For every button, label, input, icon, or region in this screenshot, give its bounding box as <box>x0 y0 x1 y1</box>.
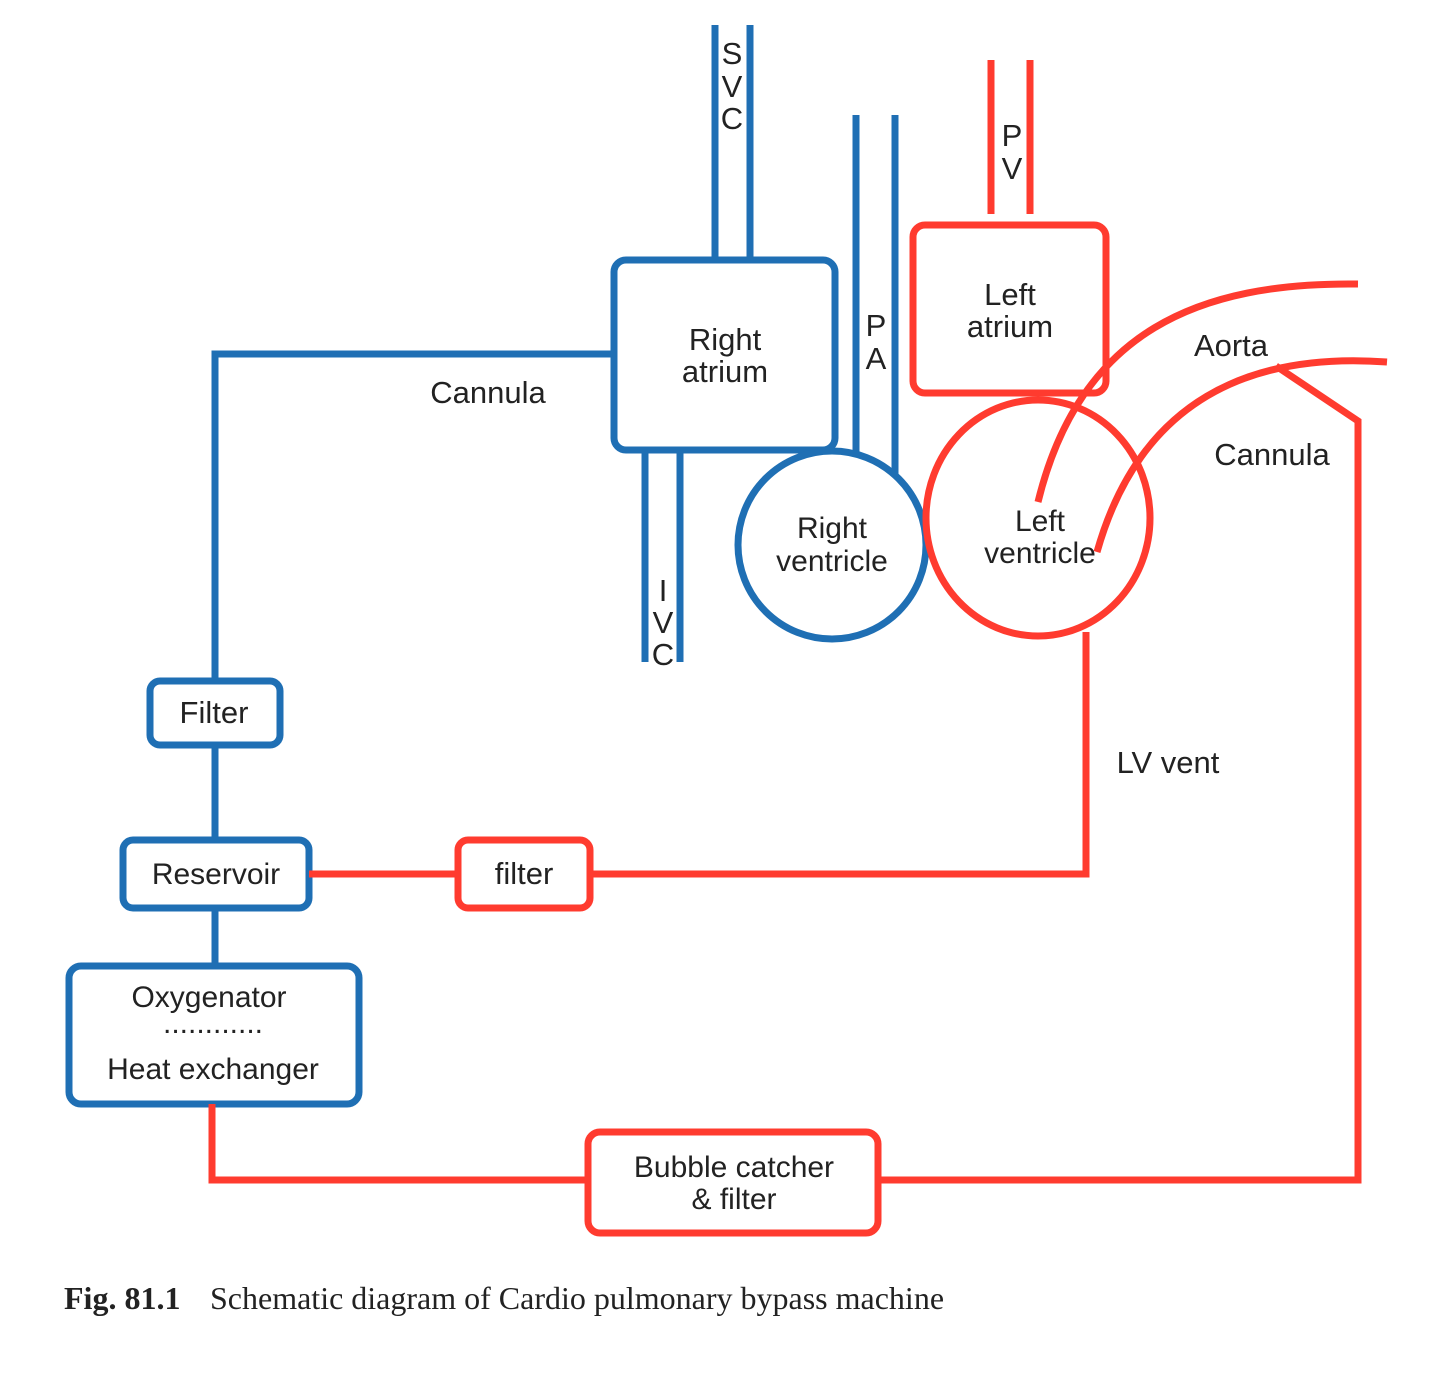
pv-label-p: P <box>1002 118 1023 153</box>
venous-filter-label: Filter <box>180 695 249 730</box>
pv-label-v: V <box>1002 151 1023 186</box>
pa-label-p: P <box>866 308 887 343</box>
ivc-label-v: V <box>653 605 674 640</box>
aorta-label: Aorta <box>1194 328 1269 363</box>
right-atrium-label-line1: Right <box>689 322 762 357</box>
right-ventricle-label-line1: Right <box>797 512 868 545</box>
pa-label-a: A <box>866 341 887 376</box>
right-atrium-box <box>610 256 839 454</box>
svc-label-c: C <box>721 101 743 136</box>
venous-cannula-line <box>211 350 614 681</box>
svc-label-s: S <box>722 36 743 71</box>
left-atrium-label-line1: Left <box>984 277 1036 312</box>
ivc-label-i: I <box>659 573 668 608</box>
arterial-cannula-label: Cannula <box>1214 437 1330 472</box>
lv-vent-label: LV vent <box>1117 745 1220 780</box>
left-ventricle-circle <box>922 396 1154 640</box>
caption-text: Schematic diagram of Cardio pulmonary by… <box>210 1280 944 1316</box>
oxygenator-to-bubble-line <box>208 1104 588 1184</box>
bubble-catcher-label-line1: Bubble catcher <box>634 1151 834 1184</box>
heat-exchanger-label: Heat exchanger <box>107 1053 319 1086</box>
reservoir-label: Reservoir <box>152 858 280 891</box>
aorta-outer-wall <box>1093 357 1388 553</box>
aorta-inner-wall <box>1034 280 1359 503</box>
oxygenator-label: Oxygenator <box>131 981 286 1014</box>
right-ventricle-label-line2: ventricle <box>776 545 888 578</box>
ivc-label-c: C <box>652 637 674 672</box>
caption-fig-number: Fig. 81.1 <box>64 1280 180 1316</box>
left-atrium-label-line2: atrium <box>967 309 1053 344</box>
venous-cannula-label: Cannula <box>430 375 546 410</box>
vent-filter-box <box>454 836 594 912</box>
lv-vent-line <box>590 632 1090 878</box>
bubble-catcher-label-line2: & filter <box>691 1183 776 1216</box>
left-ventricle-label-line2: ventricle <box>984 537 1096 570</box>
left-ventricle-label-line1: Left <box>1015 505 1066 538</box>
arterial-circuit <box>208 60 1362 1184</box>
oxygenator-separator: ............ <box>163 1007 263 1040</box>
aorta <box>1034 280 1388 553</box>
bubble-catcher-box <box>584 1128 882 1237</box>
left-atrium-box <box>909 221 1110 397</box>
right-atrium-label-line2: atrium <box>682 354 768 389</box>
venous-circuit <box>211 25 899 966</box>
vent-filter-label: filter <box>495 856 554 891</box>
arterial-cannula-line <box>878 363 1362 1184</box>
venous-filter-box <box>146 677 284 749</box>
svc-label-v: V <box>722 69 743 104</box>
